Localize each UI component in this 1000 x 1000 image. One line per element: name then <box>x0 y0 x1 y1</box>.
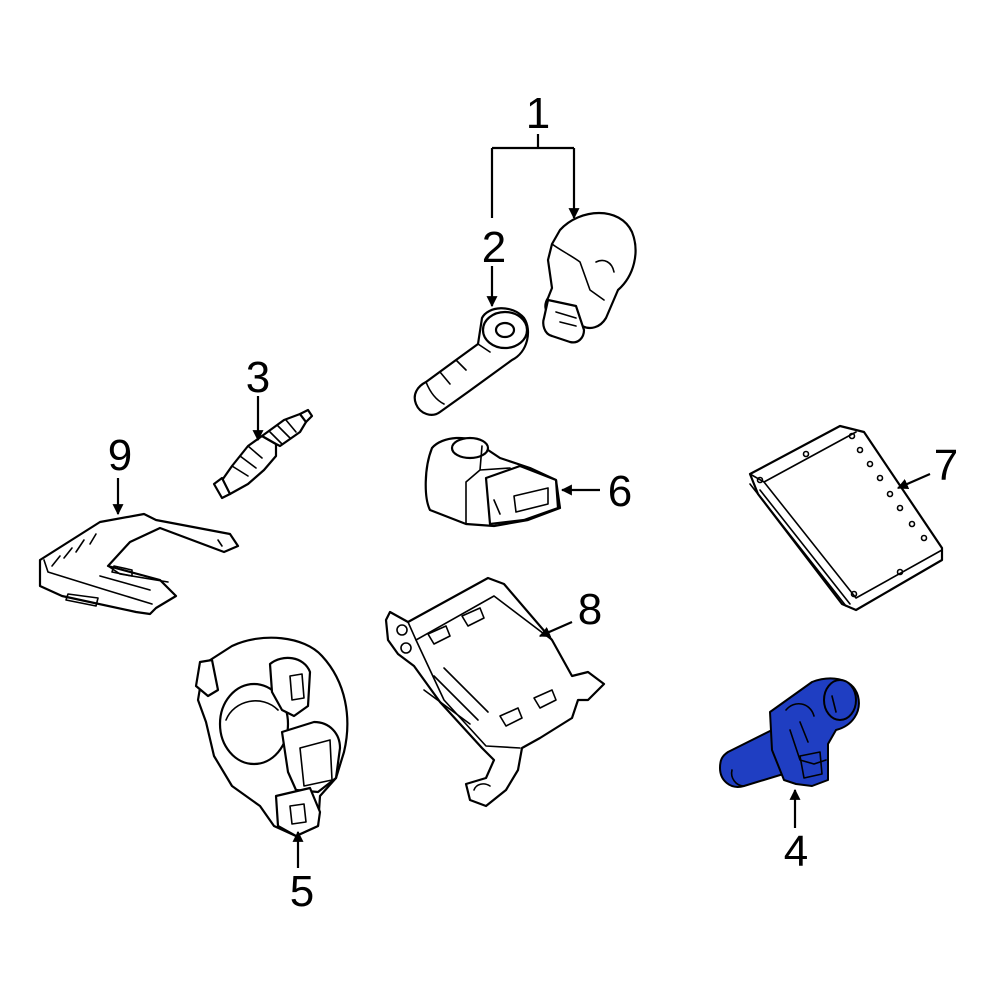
leader-1-bracket <box>492 134 574 150</box>
leader-8-arrow <box>538 620 573 638</box>
callout-7: 7 <box>934 441 958 490</box>
part-7-control-module[interactable] <box>748 424 944 612</box>
part-3-spark-plug[interactable] <box>212 408 314 500</box>
part-8-module-bracket[interactable] <box>384 576 606 808</box>
part-4-camshaft-sensor[interactable] <box>719 677 860 788</box>
callout-5: 5 <box>290 867 314 916</box>
part-6-knock-sensor[interactable] <box>424 436 562 528</box>
callout-3: 3 <box>246 353 270 402</box>
callout-4: 4 <box>784 827 808 876</box>
leader-7-arrow <box>896 472 931 490</box>
part-2-coil-boot[interactable] <box>413 307 530 416</box>
leader-lines <box>112 134 931 868</box>
callout-1: 1 <box>526 89 550 138</box>
callout-labels: 1 2 3 4 5 6 7 8 9 <box>108 89 958 916</box>
callout-6: 6 <box>608 467 632 516</box>
part-9-bracket[interactable] <box>38 512 240 616</box>
callout-8: 8 <box>578 585 602 634</box>
callout-9: 9 <box>108 431 132 480</box>
callout-2: 2 <box>482 223 506 272</box>
part-1-coil-top[interactable] <box>542 211 637 344</box>
part-5-sensor-unit[interactable] <box>194 636 349 838</box>
